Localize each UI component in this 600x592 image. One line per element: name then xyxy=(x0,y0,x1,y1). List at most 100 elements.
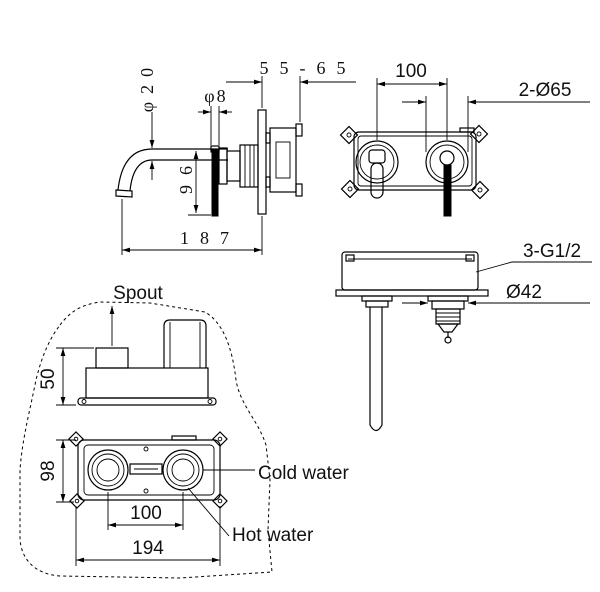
handle-spacing-label: 100 xyxy=(395,61,427,82)
front-plate-inner xyxy=(357,135,473,187)
ear-hole xyxy=(217,498,223,504)
hot-valve-port xyxy=(87,449,129,491)
box-width-label: 194 xyxy=(132,538,164,559)
wall-box-tab-bottom xyxy=(265,176,271,188)
cold-water-label: Cold water xyxy=(258,463,349,484)
cold-valve-core xyxy=(171,458,195,482)
spout-front xyxy=(370,162,384,199)
lever-front xyxy=(443,164,452,217)
ear-shape xyxy=(69,493,85,509)
spout-pipe xyxy=(117,148,228,192)
hot-water-leader xyxy=(187,487,230,537)
center-outlet xyxy=(129,463,163,475)
wall-plate xyxy=(257,109,267,215)
valve-connector xyxy=(427,295,469,302)
wall-cutout-outline xyxy=(19,301,273,579)
box-ear-top-left xyxy=(68,431,84,447)
box-depth-label: 50 xyxy=(38,368,59,389)
ear-shape xyxy=(339,125,359,145)
spout-outlet-stub xyxy=(95,347,129,369)
valve-connector-thread xyxy=(435,308,461,325)
valve-thread-lines xyxy=(436,312,460,322)
front-plate xyxy=(353,131,477,191)
ear-hole xyxy=(477,187,483,193)
ear-hole xyxy=(217,436,223,442)
lever-handle xyxy=(211,149,219,217)
escutcheon-dia-label: 2-Ø65 xyxy=(519,80,572,101)
box-ear-bottom-left xyxy=(69,493,85,509)
mounting-ear-top-right xyxy=(469,124,489,144)
wall-box-flange xyxy=(295,123,303,137)
box-ear-bottom-right xyxy=(212,493,228,509)
ear-shape xyxy=(470,180,490,200)
wall-box-tab-top xyxy=(265,132,271,144)
hot-valve-ring xyxy=(91,453,125,487)
projection-label: 187 xyxy=(180,228,240,248)
connector-dia-label: Ø42 xyxy=(506,282,542,303)
box-height-label: 98 xyxy=(38,460,59,481)
depth-range-label: 55-65 xyxy=(260,58,357,78)
side-view: φ20 φ8 96 55-65 187 xyxy=(115,58,357,255)
thread-label: 3-G1/2 xyxy=(523,241,581,262)
port-spacing-label: 100 xyxy=(130,503,162,524)
lever-drop-label: 96 xyxy=(176,156,196,194)
spout-tube xyxy=(369,307,383,432)
spout-connector xyxy=(361,295,393,302)
spout-tip xyxy=(115,189,133,198)
valve-thread xyxy=(239,144,259,188)
valve-cartridge-lines xyxy=(169,322,201,368)
valve-thread-ribs xyxy=(244,145,255,187)
ear-shape xyxy=(212,493,228,509)
valve-cartridge-stub xyxy=(163,319,207,368)
cold-valve-ring xyxy=(166,453,200,487)
ear-hole xyxy=(346,132,352,138)
box-top xyxy=(341,251,479,291)
ear-shape xyxy=(340,179,360,199)
valve-body xyxy=(226,150,241,182)
ear-shape xyxy=(68,431,84,447)
wall-box-flange-lower xyxy=(295,183,303,197)
ear-hole xyxy=(73,436,79,442)
box-views: Spout 50 xyxy=(19,283,349,579)
ear-hole xyxy=(347,186,353,192)
ear-hole xyxy=(74,498,80,504)
left-escutcheon xyxy=(355,140,399,184)
spout-label: Spout xyxy=(113,283,163,304)
screw-hole-top xyxy=(143,446,149,452)
box-flange xyxy=(335,289,489,297)
mounting-ear-top-left xyxy=(339,125,359,145)
plate-hole-right xyxy=(207,399,213,404)
ear-shape xyxy=(212,431,228,447)
wall-box xyxy=(269,127,297,193)
box-ear-top-right xyxy=(212,431,228,447)
plate-hole-left xyxy=(81,399,87,404)
front-view: 100 2-Ø65 xyxy=(339,61,590,217)
hot-valve-core xyxy=(96,458,120,482)
lever-dia-label: φ8 xyxy=(204,86,227,106)
spout-connector-neck xyxy=(365,300,389,308)
screw-hole-bottom xyxy=(143,488,149,494)
valve-connector-nut xyxy=(431,300,465,310)
thread-leader xyxy=(475,261,592,273)
mounting-ear-bottom-left xyxy=(340,179,360,199)
box-tab-left xyxy=(345,254,355,262)
hot-water-label: Hot water xyxy=(232,525,314,546)
box-side-body xyxy=(85,367,209,399)
spout-dia-label: φ20 xyxy=(137,60,157,112)
wall-box-inner xyxy=(275,141,291,179)
cold-valve-port xyxy=(162,449,204,491)
lever-front-hub xyxy=(439,150,455,166)
box-side-plate xyxy=(77,397,217,406)
left-escutcheon-inner xyxy=(359,144,395,180)
spout-front-base xyxy=(368,149,386,164)
handle-hub xyxy=(218,147,228,185)
plan-view: 3-G1/2 Ø42 xyxy=(335,241,592,432)
valve-cone xyxy=(436,323,460,333)
valve-tip xyxy=(444,336,452,344)
box-front-notch xyxy=(171,435,197,441)
box-front-inner xyxy=(83,444,215,496)
box-tab-right xyxy=(465,254,475,262)
ear-hole xyxy=(476,131,482,137)
mounting-ear-bottom-right xyxy=(470,180,490,200)
